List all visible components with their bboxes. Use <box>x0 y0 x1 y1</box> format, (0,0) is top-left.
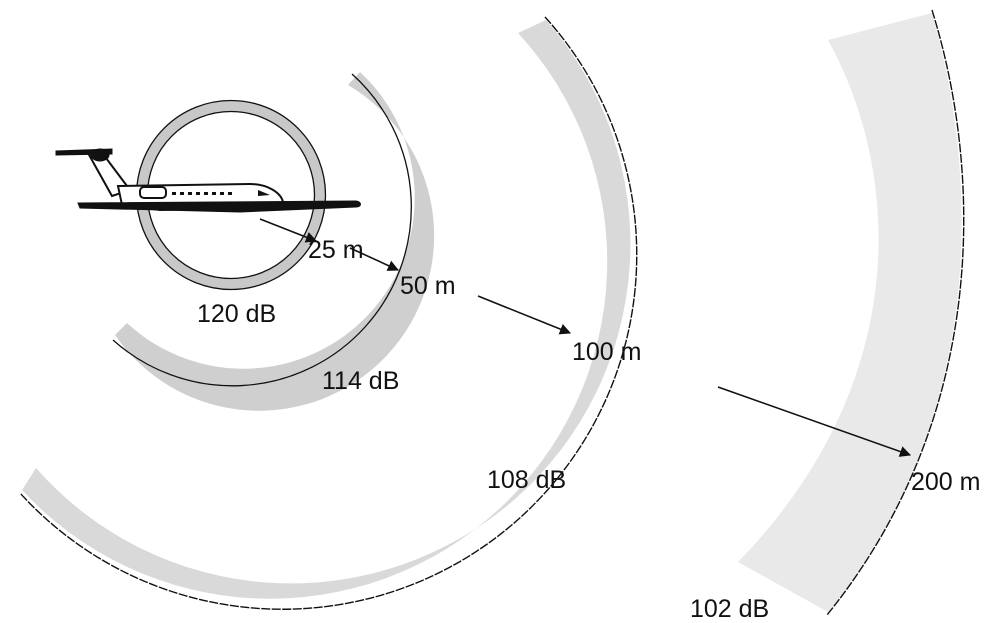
aircraft-cockpit-window <box>258 190 270 196</box>
aircraft <box>55 148 361 213</box>
level-label-108db: 108 dB <box>487 466 566 494</box>
aircraft-windows <box>172 192 232 195</box>
arrow-100m <box>477 295 572 335</box>
level-label-114db: 114 dB <box>322 367 399 395</box>
distance-label-25m: 25 m <box>308 236 364 264</box>
aircraft-engine <box>139 186 167 199</box>
ring-50m <box>112 72 435 411</box>
arrow-50m <box>349 247 400 271</box>
distance-label-50m: 50 m <box>400 272 456 300</box>
aircraft-wing <box>77 200 361 213</box>
ring-100m-edge <box>19 16 638 611</box>
arrow-25m <box>259 218 318 243</box>
level-label-120db: 120 dB <box>197 300 276 328</box>
ring-100m <box>19 16 638 611</box>
distance-label-100m: 100 m <box>572 338 641 366</box>
distance-label-200m: 200 m <box>911 468 980 496</box>
distance-arrows <box>259 218 912 457</box>
aircraft-stabilizer-tip <box>90 148 110 162</box>
ring-200m-band <box>738 13 962 612</box>
arrow-200m <box>717 386 912 457</box>
ring-200m <box>738 9 965 616</box>
ring-200m-edge <box>826 9 965 616</box>
level-label-102db: 102 dB <box>690 595 769 623</box>
ring-100m-band <box>22 20 631 599</box>
ring-50m-edge <box>112 73 412 387</box>
